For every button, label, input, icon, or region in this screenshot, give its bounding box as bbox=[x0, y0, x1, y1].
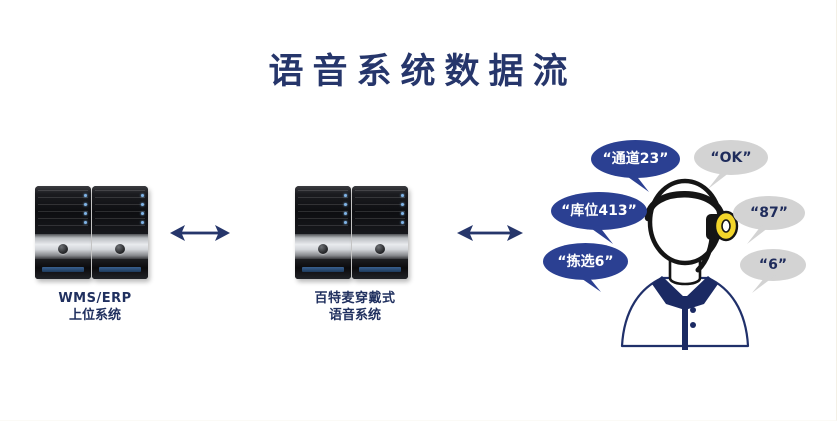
node-caption-line1: 百特麦穿戴式 bbox=[314, 291, 396, 306]
server-tower-icon bbox=[35, 186, 155, 286]
bubble-location: “库位413” bbox=[551, 192, 647, 244]
bubble-text: “87” bbox=[750, 205, 788, 221]
bubble-ok: “OK” bbox=[694, 140, 768, 189]
node-voice-system: 百特麦穿戴式 语音系统 bbox=[295, 186, 415, 323]
double-arrow-icon bbox=[455, 222, 525, 249]
bubble-count: “6” bbox=[740, 249, 806, 293]
server-tower-icon bbox=[295, 186, 415, 286]
node-caption: WMS/ERP 上位系统 bbox=[3, 290, 187, 324]
bubble-text: “OK” bbox=[710, 149, 752, 166]
bubble-pick: “拣选6” bbox=[543, 243, 628, 292]
bubble-text: “拣选6” bbox=[557, 253, 614, 270]
bubble-check: “87” bbox=[733, 196, 805, 244]
bubble-aisle: “通道23” bbox=[591, 140, 680, 192]
bubble-text: “通道23” bbox=[602, 151, 669, 167]
node-caption-line2: 上位系统 bbox=[68, 308, 121, 323]
double-arrow-icon bbox=[168, 222, 232, 249]
page-title: 语音系统数据流 bbox=[268, 52, 577, 92]
node-caption: 百特麦穿戴式 语音系统 bbox=[263, 290, 447, 324]
node-caption-line2: 语音系统 bbox=[328, 308, 381, 323]
bubble-text: “6” bbox=[758, 257, 788, 273]
node-wms-erp: WMS/ERP 上位系统 bbox=[35, 186, 155, 323]
node-caption-line1: WMS/ERP bbox=[58, 291, 132, 306]
person-with-headset-icon bbox=[600, 170, 770, 350]
bubble-text: “库位413” bbox=[561, 203, 637, 219]
